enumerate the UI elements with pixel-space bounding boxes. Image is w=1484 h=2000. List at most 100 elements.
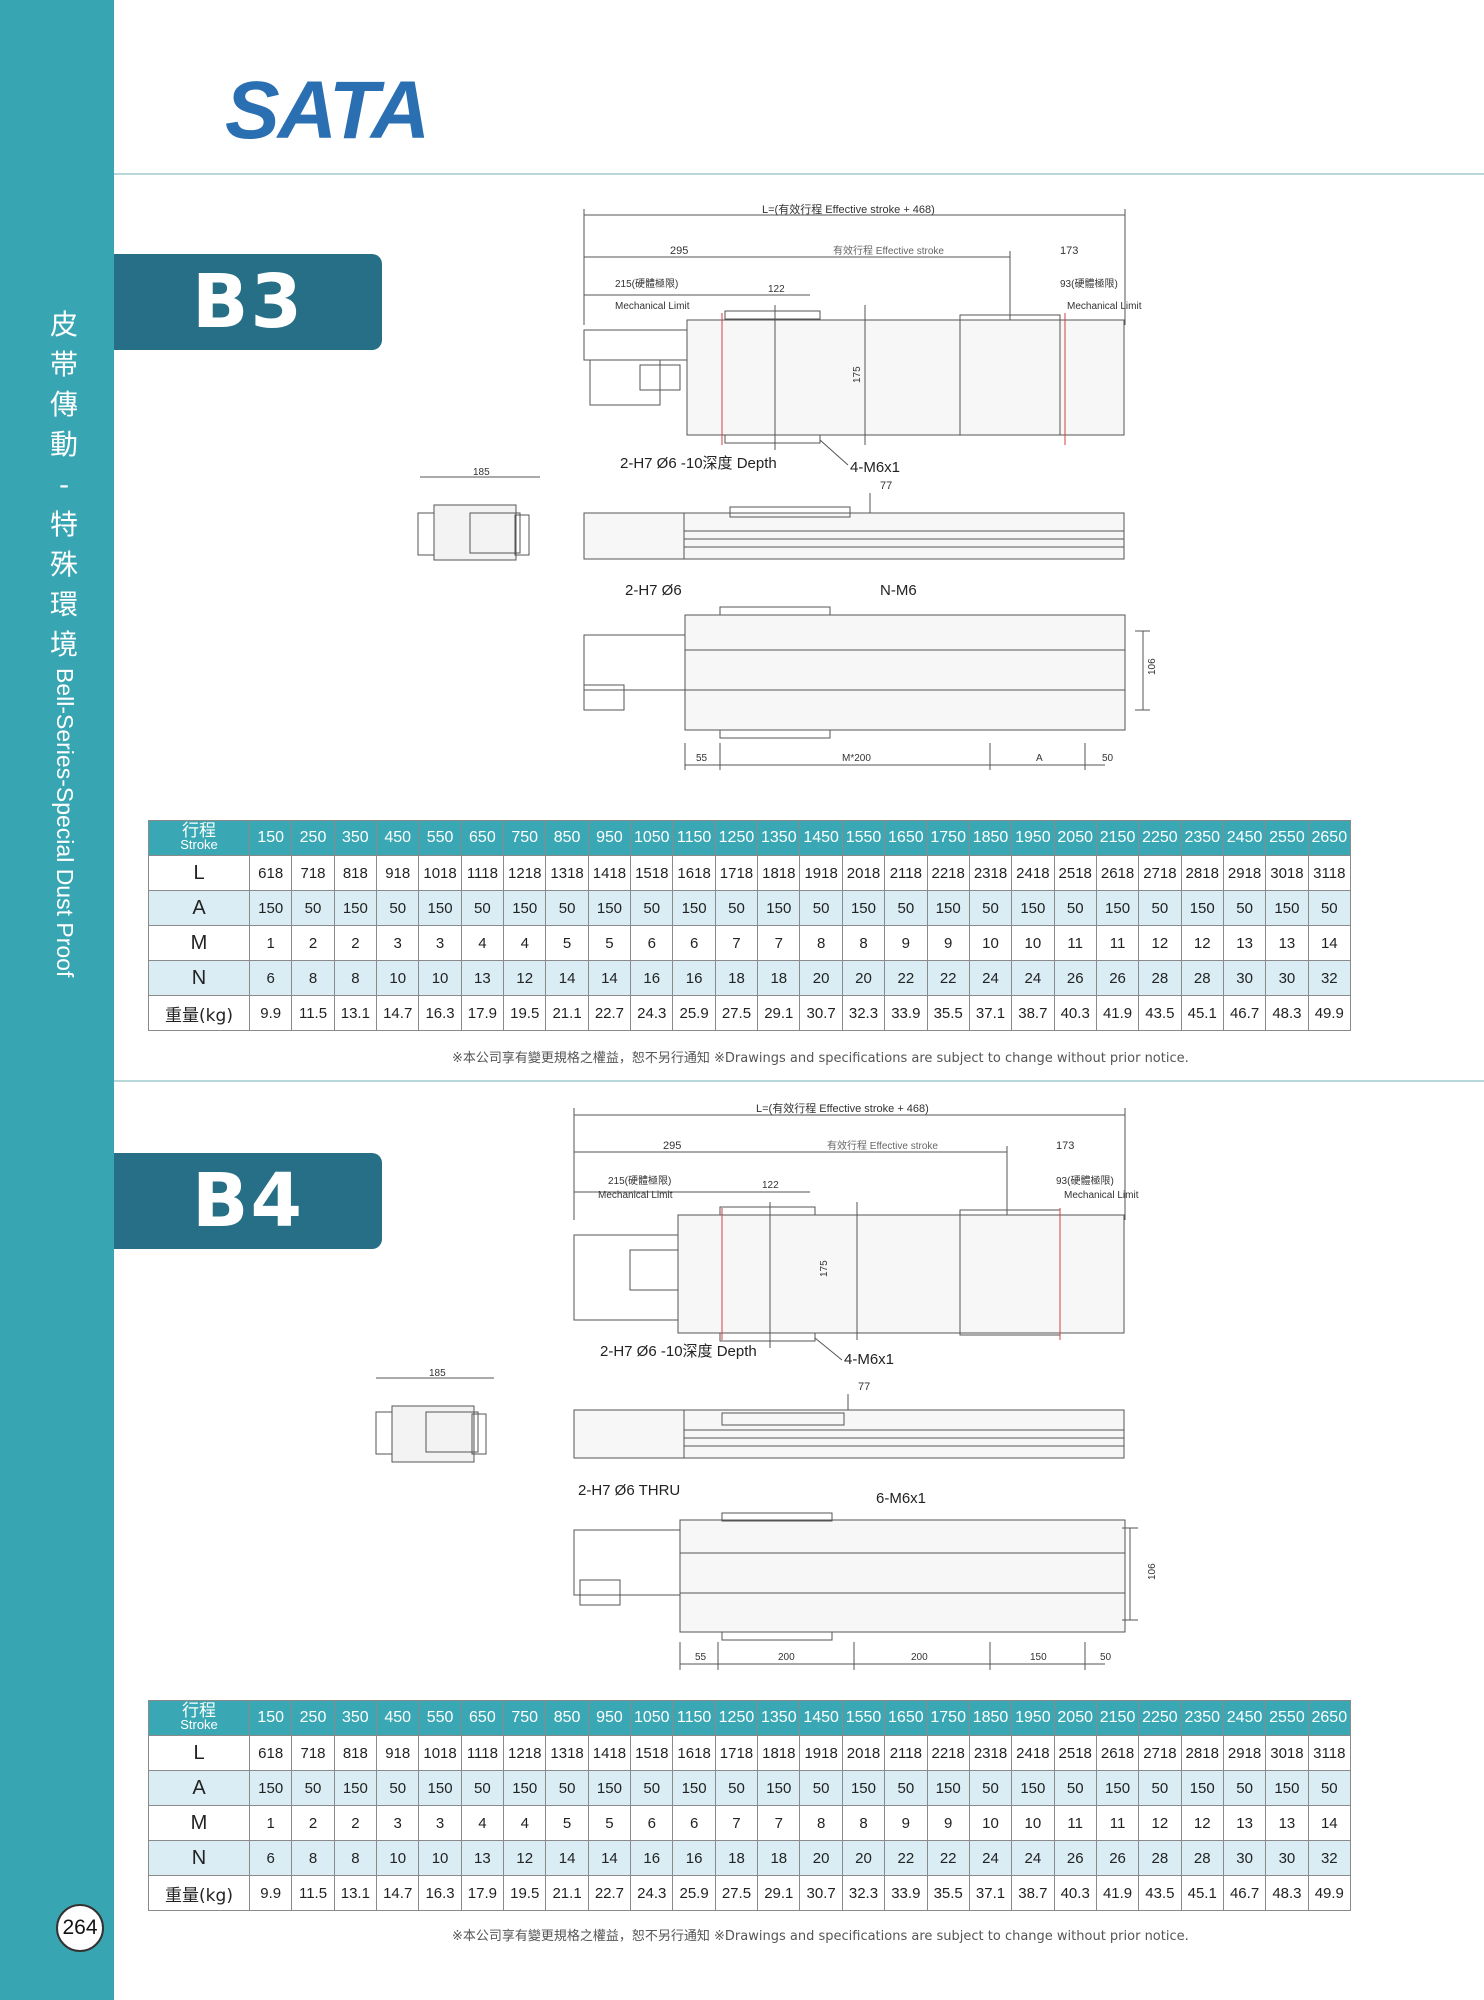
table-cell: 250: [291, 820, 335, 856]
table-cell: 1550: [841, 820, 886, 856]
table-cell: 49.9: [1307, 995, 1352, 1031]
table-cell: 26: [1053, 1840, 1097, 1876]
table-cell: 818: [333, 1735, 378, 1771]
table-cell: 50: [714, 1770, 759, 1806]
table-cell: 14: [545, 960, 589, 996]
table-cell: 13: [1222, 925, 1267, 961]
mech-limit-left-en: Mechanical Limit: [615, 301, 690, 312]
table-cell: 26: [1095, 1840, 1140, 1876]
table-cell: 5: [587, 925, 632, 961]
dim-185: 185: [473, 467, 490, 478]
table-cell: 2118: [884, 1735, 928, 1771]
table-cell: 22.7: [587, 995, 632, 1031]
table-cell: 6: [630, 1805, 674, 1841]
table-cell: 2050: [1053, 1700, 1097, 1736]
table-cell: 2918: [1222, 855, 1267, 891]
table-cell: 2: [291, 925, 335, 961]
dim-173: 173: [1060, 245, 1078, 257]
table-cell: 150: [841, 890, 886, 926]
dim-122: 122: [768, 284, 785, 295]
table-cell: 1918: [799, 855, 843, 891]
tap-top-label: 4-M6x1: [850, 459, 900, 476]
tap-bottom-label: N-M6: [880, 582, 917, 599]
table-cell: 50: [1053, 890, 1097, 926]
table-cell: 550: [418, 1700, 462, 1736]
table-cell: 150: [1180, 890, 1224, 926]
table-cell: 11: [1053, 1805, 1097, 1841]
table-cell: 7: [714, 925, 759, 961]
table-cell: 5: [545, 925, 589, 961]
table-cell: 8: [799, 1805, 843, 1841]
table-cell: 33.9: [884, 1875, 928, 1911]
table-cell: 150: [503, 890, 547, 926]
table-cell: 30: [1222, 960, 1267, 996]
table-cell: 2150: [1095, 1700, 1140, 1736]
table-cell: 40.3: [1053, 1875, 1097, 1911]
table-cell: N: [148, 960, 250, 996]
dim-m200: M*200: [842, 753, 871, 764]
table-cell: 4: [460, 1805, 505, 1841]
mech-limit-right: 93(硬體極限): [1060, 277, 1118, 290]
table-cell: 150: [1095, 890, 1140, 926]
table-cell: 10: [968, 1805, 1013, 1841]
table-cell: 2018: [841, 1735, 886, 1771]
table-cell: 3018: [1265, 1735, 1309, 1771]
table-cell: 重量(kg): [148, 1875, 250, 1911]
table-cell: A: [148, 890, 250, 926]
table-cell: 30.7: [799, 1875, 843, 1911]
table-cell: 2318: [968, 1735, 1013, 1771]
table-cell: 28: [1138, 1840, 1182, 1876]
table-cell: 12: [1180, 1805, 1224, 1841]
disclaimer-b4: ※本公司享有變更規格之權益，恕不另行通知 ※Drawings and speci…: [452, 1929, 1189, 1944]
table-cell: 14.7: [376, 1875, 420, 1911]
table-cell: 1050: [630, 820, 674, 856]
table-cell: 4: [460, 925, 505, 961]
table-cell: 2218: [926, 855, 970, 891]
table-cell: 28: [1138, 960, 1182, 996]
dim-185: 185: [429, 1368, 446, 1379]
table-cell: 2: [333, 1805, 378, 1841]
table-cell: 18: [757, 960, 801, 996]
table-cell: 2550: [1265, 1700, 1309, 1736]
dim-295: 295: [663, 1140, 681, 1152]
table-cell: 1318: [545, 1735, 589, 1771]
table-cell: M: [148, 925, 250, 961]
drawing-b4: L=(有效行程 Effective stroke + 468) 295 有效行程…: [370, 1090, 1470, 1680]
table-cell: 24.3: [630, 1875, 674, 1911]
table-cell: 33.9: [884, 995, 928, 1031]
table-cell: 150: [926, 890, 970, 926]
table-cell: 16.3: [418, 1875, 462, 1911]
table-cell: 150: [587, 1770, 632, 1806]
table-cell: 3018: [1265, 855, 1309, 891]
table-cell: 3: [376, 1805, 420, 1841]
table-cell: 10: [376, 960, 420, 996]
dim-295: 295: [670, 245, 688, 257]
table-cell: 1: [248, 1805, 293, 1841]
table-cell: 150: [248, 1700, 293, 1736]
table-cell: 150: [841, 1770, 886, 1806]
table-cell: 50: [291, 890, 335, 926]
table-cell: 1950: [1011, 820, 1055, 856]
table-cell: 6: [248, 960, 293, 996]
table-cell: 16: [672, 1840, 716, 1876]
table-cell: 1550: [841, 1700, 886, 1736]
table-cell: M: [148, 1805, 250, 1841]
table-cell: 150: [926, 1770, 970, 1806]
mech-limit-right-en: Mechanical Limit: [1067, 301, 1142, 312]
table-cell: L: [148, 855, 250, 891]
table-cell: 18: [757, 1840, 801, 1876]
table-cell: 1018: [418, 1735, 462, 1771]
table-cell: 1318: [545, 855, 589, 891]
dim-106: 106: [1147, 1563, 1158, 1580]
table-cell: 3118: [1307, 1735, 1352, 1771]
table-cell: 1118: [460, 1735, 505, 1771]
table-cell: 37.1: [968, 995, 1013, 1031]
table-cell: 9: [884, 925, 928, 961]
table-cell: 50: [1053, 1770, 1097, 1806]
mech-limit-right: 93(硬體極限): [1056, 1174, 1114, 1187]
table-cell: 2050: [1053, 820, 1097, 856]
table-cell: 21.1: [545, 1875, 589, 1911]
table-cell: 50: [1138, 1770, 1182, 1806]
